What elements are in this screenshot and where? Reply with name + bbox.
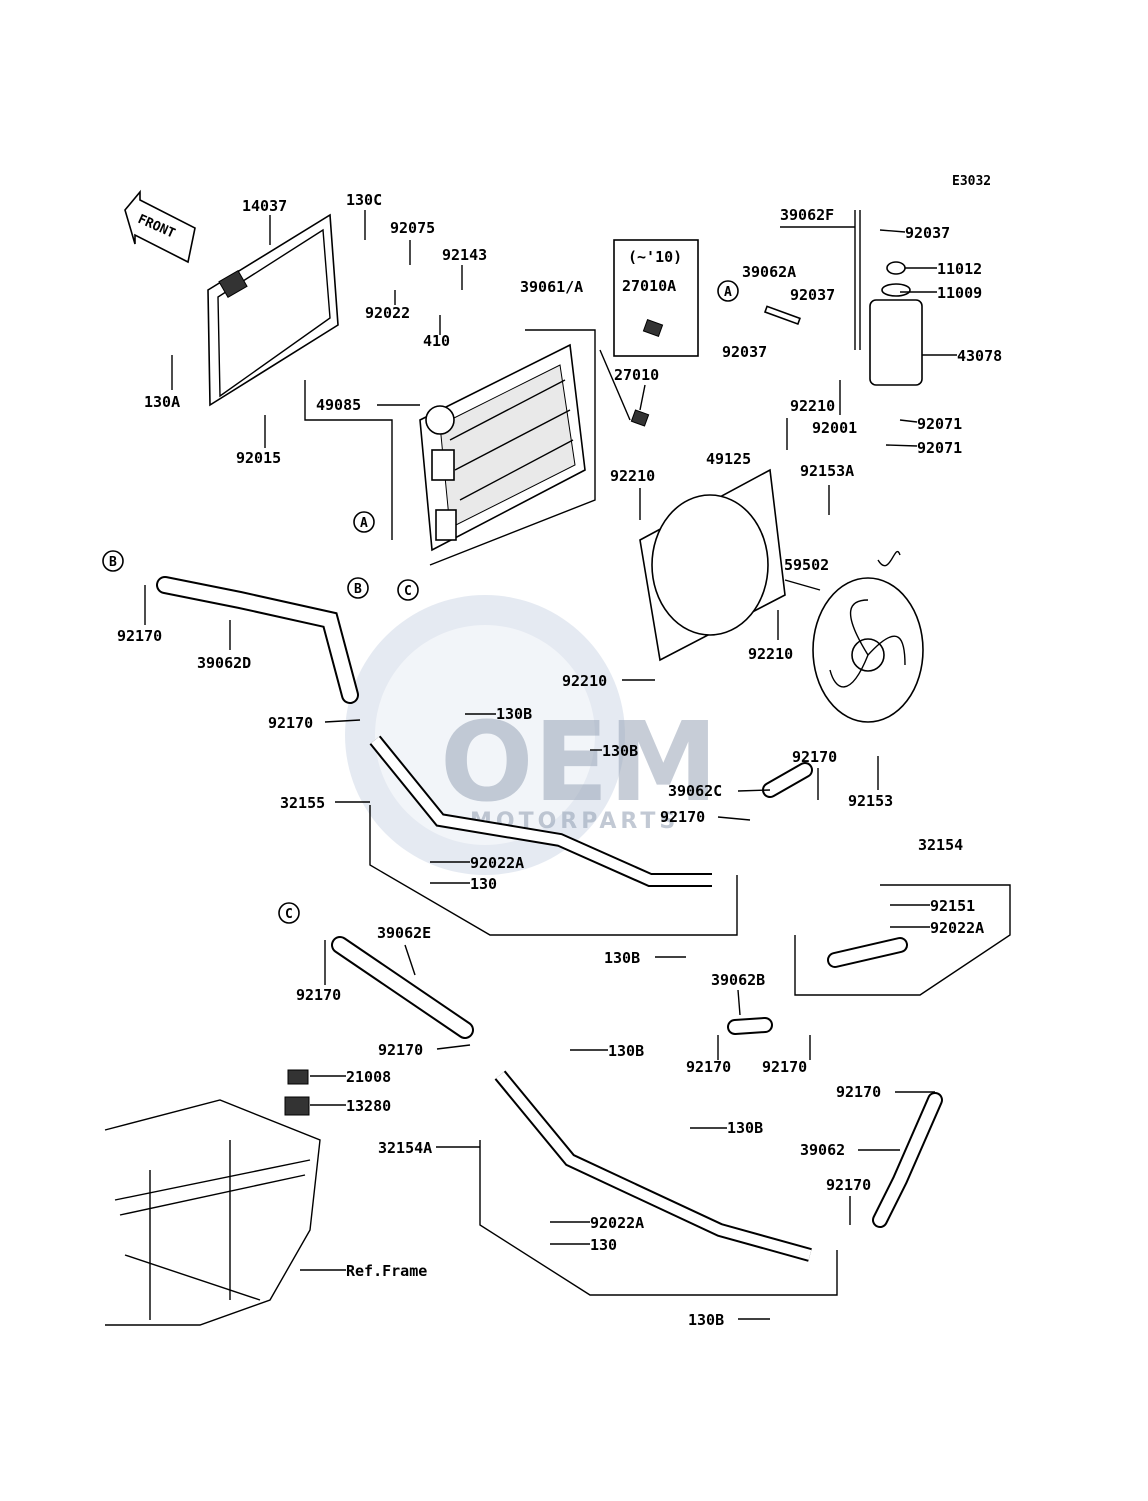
model-note-box <box>613 239 699 357</box>
part-92170-b-left: 92170 <box>686 1058 731 1076</box>
part-92143: 92143 <box>442 246 487 264</box>
part-130A: 130A <box>144 393 180 411</box>
part-130-upper: 130 <box>470 875 497 893</box>
part-32154A: 32154A <box>378 1139 432 1157</box>
part-92022A-lower: 92022A <box>590 1214 644 1232</box>
part-13280: 13280 <box>346 1097 391 1115</box>
part-92071-bottom: 92071 <box>917 439 962 457</box>
part-92210-right: 92210 <box>748 645 793 663</box>
part-130-lower: 130 <box>590 1236 617 1254</box>
part-43078: 43078 <box>957 347 1002 365</box>
radiator <box>419 343 586 552</box>
model-note: (~'10) <box>628 248 682 266</box>
part-49125: 49125 <box>706 450 751 468</box>
hoses <box>156 576 943 1262</box>
part-labels: 14037 130C 92075 92143 92022 410 39061/A… <box>117 191 1002 1329</box>
part-92170-c-right: 92170 <box>792 748 837 766</box>
part-21008: 21008 <box>346 1068 391 1086</box>
svg-text:A: A <box>360 516 368 531</box>
part-27010A: 27010A <box>622 277 676 295</box>
part-92210-left: 92210 <box>610 467 655 485</box>
part-92022: 92022 <box>365 304 410 322</box>
part-92022A-right: 92022A <box>930 919 984 937</box>
cooling-fan <box>812 551 924 723</box>
reservoir-cap-icon <box>881 283 911 297</box>
part-32154: 32154 <box>918 836 963 854</box>
part-32155: 32155 <box>280 794 325 812</box>
part-92015: 92015 <box>236 449 281 467</box>
part-92037-mid: 92037 <box>790 286 835 304</box>
part-130C: 130C <box>346 191 382 209</box>
callout-b-icon: B B <box>102 550 369 599</box>
callout-c-icon: C C <box>278 579 419 924</box>
part-130B-bottom: 130B <box>688 1311 724 1329</box>
svg-text:C: C <box>404 584 412 599</box>
part-11009: 11009 <box>937 284 982 302</box>
part-14037: 14037 <box>242 197 287 215</box>
part-92071-top: 92071 <box>917 415 962 433</box>
part-39062D: 39062D <box>197 654 251 672</box>
part-39062E: 39062E <box>377 924 431 942</box>
part-92153: 92153 <box>848 792 893 810</box>
part-11012: 11012 <box>937 260 982 278</box>
part-92075: 92075 <box>390 219 435 237</box>
part-130B-upper-2: 130B <box>602 742 638 760</box>
watermark-logo: OEM <box>440 698 718 826</box>
frame-reference <box>104 1069 321 1326</box>
group-brackets <box>304 329 1011 1296</box>
part-92153A: 92153A <box>800 462 854 480</box>
callout-a-icon: A A <box>353 280 739 533</box>
svg-text:B: B <box>354 582 362 597</box>
radiator-screen <box>207 213 339 407</box>
front-arrow-icon: FRONT <box>124 189 196 264</box>
part-92001: 92001 <box>812 419 857 437</box>
part-92170-c: 92170 <box>296 986 341 1004</box>
part-130B-upper-1: 130B <box>496 705 532 723</box>
part-92037-low: 92037 <box>722 343 767 361</box>
part-410: 410 <box>423 332 450 350</box>
thermo-switch-icon <box>630 318 664 427</box>
part-92170-b-right: 92170 <box>762 1058 807 1076</box>
part-39062A: 39062A <box>742 263 796 281</box>
part-92170-lower-right-top: 92170 <box>836 1083 881 1101</box>
part-27010: 27010 <box>614 366 659 384</box>
part-92170-lower-left: 92170 <box>378 1041 423 1059</box>
reservoir-tank <box>763 210 923 386</box>
part-130B-lower-1: 130B <box>608 1042 644 1060</box>
part-49085: 49085 <box>316 396 361 414</box>
part-92210-bottom: 92210 <box>562 672 607 690</box>
part-92170-upper-left: 92170 <box>268 714 313 732</box>
part-39062B: 39062B <box>711 971 765 989</box>
svg-text:C: C <box>285 907 293 922</box>
part-39062: 39062 <box>800 1141 845 1159</box>
part-92170-b: 92170 <box>117 627 162 645</box>
part-92037-top: 92037 <box>905 224 950 242</box>
part-92170-c-left: 92170 <box>660 808 705 826</box>
part-92170-lower-right: 92170 <box>826 1176 871 1194</box>
part-39062F: 39062F <box>780 206 834 224</box>
svg-text:B: B <box>109 555 117 570</box>
diagram-code: E3032 <box>952 174 991 189</box>
svg-text:A: A <box>724 285 732 300</box>
watermark: OEM MOTORPARTS <box>345 595 718 875</box>
part-59502: 59502 <box>784 556 829 574</box>
part-92210-top: 92210 <box>790 397 835 415</box>
part-39061A: 39061/A <box>520 278 583 296</box>
part-130B-mid: 130B <box>604 949 640 967</box>
radiator-cap-icon <box>425 405 455 435</box>
leader-lines <box>144 210 957 1320</box>
part-39062C: 39062C <box>668 782 722 800</box>
fan-shroud <box>639 468 786 662</box>
part-92022A-upper: 92022A <box>470 854 524 872</box>
part-92151: 92151 <box>930 897 975 915</box>
part-130B-lower-2: 130B <box>727 1119 763 1137</box>
part-ref-frame: Ref.Frame <box>346 1262 427 1280</box>
